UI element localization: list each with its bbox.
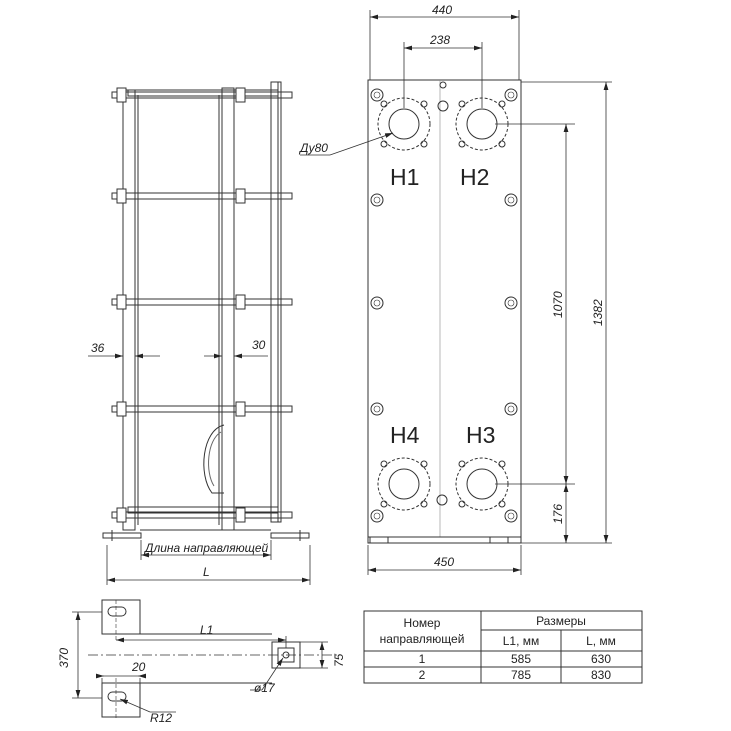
base-view — [88, 599, 340, 720]
dim-75-label: 75 — [332, 653, 346, 667]
table-header-number-line1: Номер — [404, 616, 441, 630]
dim-238-label: 238 — [429, 33, 450, 47]
base-dimensions — [72, 611, 328, 713]
side-movable-plate — [221, 87, 235, 531]
slot-top — [107, 606, 127, 617]
front-dimensions — [300, 10, 612, 575]
bolt-nuts — [116, 87, 246, 523]
dimensions-table: Номер направляющей Размеры L1, мм L, мм … — [363, 610, 643, 684]
dim-L1-label: L1 — [200, 623, 213, 637]
port-label-H2: Н2 — [460, 164, 489, 190]
front-foot — [102, 532, 142, 539]
lower-guide-bar — [127, 506, 279, 514]
rear-foot — [270, 532, 310, 539]
table-cell-L1: 585 — [511, 652, 531, 666]
dim-176-label: 176 — [551, 504, 565, 524]
top-hanger-hole — [437, 100, 449, 112]
dim-du80-label: Ду80 — [298, 141, 328, 155]
side-rear-column — [270, 81, 282, 523]
port-H4-flange — [377, 457, 431, 511]
dim-1070-label: 1070 — [551, 291, 565, 318]
dim-440-label: 440 — [432, 3, 452, 17]
dim-450-label: 450 — [434, 555, 454, 569]
table-subheader-L: L, мм — [586, 634, 616, 648]
table-header-number-line2: направляющей — [380, 632, 465, 646]
foot-plate-top — [101, 599, 141, 635]
table-row: 1 585 630 — [419, 652, 612, 666]
table-subheader-L1: L1, мм — [503, 634, 540, 648]
port-label-H3: Н3 — [466, 422, 495, 448]
side-view — [102, 81, 310, 541]
dim-370-label: 370 — [57, 648, 71, 668]
side-dimensions — [88, 353, 311, 585]
slot-bottom — [107, 691, 127, 702]
front-plate-outline — [367, 79, 522, 538]
table-row: 2 785 830 — [419, 668, 612, 682]
table-cell-L1: 785 — [511, 668, 531, 682]
table-header-sizes: Размеры — [536, 614, 586, 628]
dim-d17-label: ø17 — [254, 681, 276, 695]
front-view — [367, 79, 522, 544]
front-tie-bolts — [370, 88, 518, 523]
dim-30-label: 30 — [252, 338, 266, 352]
dim-36-label: 36 — [91, 341, 105, 355]
guide-length-label: Длина направляющей — [143, 541, 269, 555]
dim-20-label: 20 — [131, 660, 146, 674]
dim-R12-label: R12 — [150, 711, 172, 725]
dim-1382-label: 1382 — [591, 299, 605, 326]
port-label-H1: Н1 — [390, 164, 419, 190]
upper-guide-bar — [127, 89, 279, 97]
dim-L-label: L — [203, 565, 210, 579]
bottom-base — [367, 536, 522, 544]
foot-plate-bottom — [101, 682, 141, 718]
tie-bolts — [111, 91, 293, 519]
table-cell-num: 2 — [419, 668, 426, 682]
side-front-column — [122, 89, 136, 531]
port-label-H4: Н4 — [390, 422, 420, 448]
table-cell-L: 830 — [591, 668, 611, 682]
connection-flange-outline — [203, 424, 225, 494]
table-cell-L: 630 — [591, 652, 611, 666]
port-flanges — [377, 97, 509, 511]
table-cell-num: 1 — [419, 652, 426, 666]
